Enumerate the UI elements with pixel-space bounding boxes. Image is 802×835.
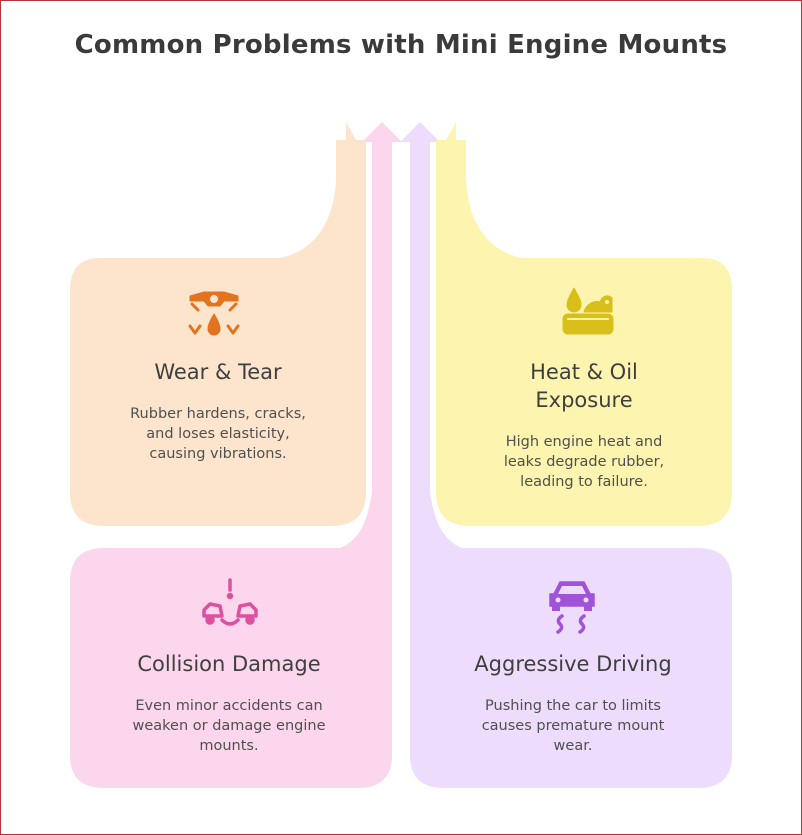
aggressive-desc-line: Pushing the car to limits: [485, 698, 661, 714]
collision-card-title: Collision Damage: [137, 652, 321, 676]
worn-mount-icon: [188, 291, 240, 336]
heat-card: Heat & Oil Exposure High engine heat and…: [446, 358, 722, 492]
heat-desc-line: High engine heat and: [505, 434, 663, 450]
aggressive-card: Aggressive Driving Pushing the car to li…: [420, 650, 726, 756]
heat-desc-line: leaks degrade rubber,: [503, 454, 665, 470]
heat-card-title: Heat & Oil Exposure: [446, 358, 722, 414]
collision-desc-line: Even minor accidents can: [135, 698, 323, 714]
wear-desc-line: and loses elasticity,: [146, 426, 290, 442]
heat-card-description: High engine heat and leaks degrade rubbe…: [446, 432, 722, 492]
heat-title-line: Exposure: [535, 388, 633, 412]
wear-card: Wear & Tear Rubber hardens, cracks, and …: [80, 358, 356, 464]
heat-title-line: Heat & Oil: [530, 360, 638, 384]
collision-desc-line: weaken or damage engine: [132, 718, 326, 734]
wear-card-description: Rubber hardens, cracks, and loses elasti…: [80, 404, 356, 464]
wear-card-title: Wear & Tear: [154, 360, 282, 384]
car-collision-icon: [202, 578, 258, 626]
aggressive-card-description: Pushing the car to limits causes prematu…: [420, 696, 726, 756]
aggressive-card-arrow-shape: [400, 122, 732, 788]
collision-desc-line: mounts.: [199, 738, 259, 754]
aggressive-desc-line: wear.: [553, 738, 593, 754]
heat-desc-line: leading to failure.: [520, 474, 648, 490]
collision-card-arrow-shape: [70, 122, 402, 788]
collision-card: Collision Damage Even minor accidents ca…: [76, 650, 382, 756]
aggressive-card-title: Aggressive Driving: [474, 652, 672, 676]
oil-drop-icon: [562, 287, 614, 335]
wear-desc-line: Rubber hardens, cracks,: [130, 406, 306, 422]
aggressive-desc-line: causes premature mount: [481, 718, 665, 734]
wear-desc-line: causing vibrations.: [149, 446, 287, 462]
diagram-title: Common Problems with Mini Engine Mounts: [74, 30, 728, 60]
collision-card-description: Even minor accidents can weaken or damag…: [76, 696, 382, 756]
skidding-car-icon: [549, 581, 595, 634]
